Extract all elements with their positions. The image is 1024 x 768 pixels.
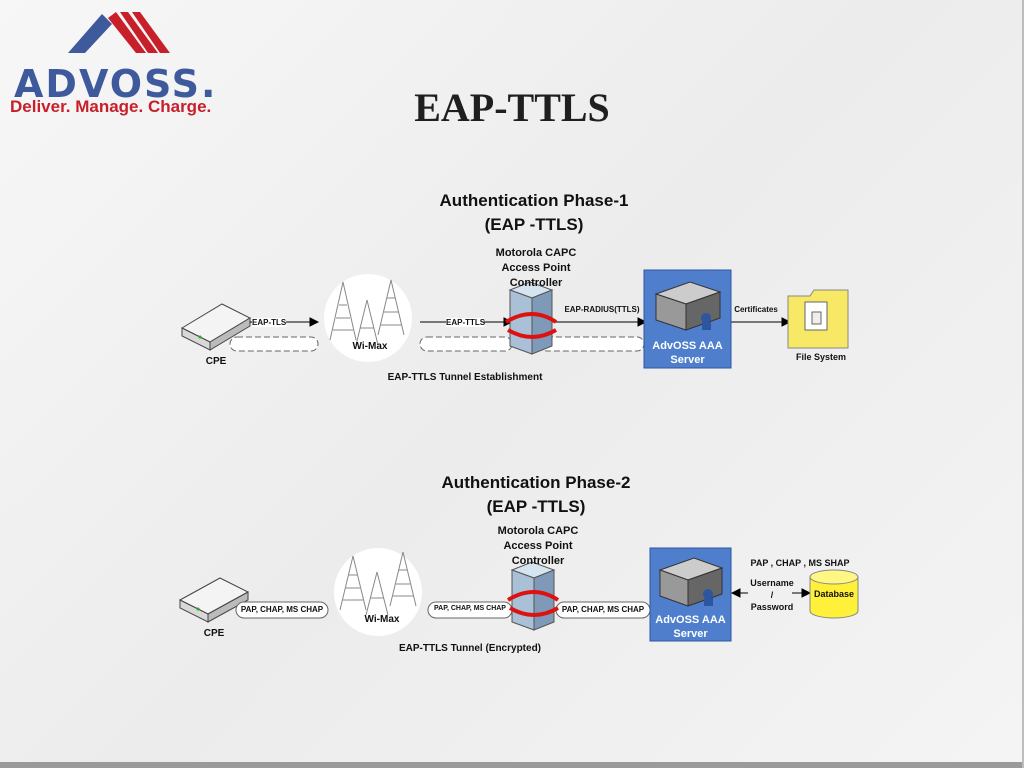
controller-icon (506, 561, 560, 631)
cpe-device-icon (178, 577, 250, 623)
phase1-tunnel-caption: EAP-TTLS Tunnel Establishment (387, 372, 543, 383)
phase2-title: Authentication Phase-2 (EAP -TTLS) (406, 471, 666, 519)
logo-wordmark: ADVOSS. (14, 62, 218, 106)
cpe-label: CPE (205, 356, 227, 367)
arrow-label-eap-tls: EAP-TLS (252, 318, 287, 327)
logo-tagline: Deliver. Manage. Charge. (10, 97, 212, 116)
page-title: EAP-TTLS (414, 85, 610, 130)
tunnel-pipe (229, 336, 319, 352)
arrow-label-eap-ttls: EAP-TTLS (446, 318, 486, 327)
auth-methods-label: PAP , CHAP , MS SHAP (750, 558, 850, 568)
tunnel-label-3: PAP, CHAP, MS CHAP (561, 605, 645, 614)
wimax-tower-icon (334, 548, 422, 636)
arrow-label-certificates: Certificates (734, 305, 778, 314)
slide-bottom-border (0, 762, 1024, 768)
arrow-certificates (730, 317, 792, 327)
server-icon (658, 557, 724, 607)
file-system-folder-icon (787, 289, 849, 349)
database-cylinder-icon (809, 569, 859, 619)
file-system-label: File System (795, 352, 847, 362)
arrow-eap-radius (552, 317, 648, 327)
encrypted-tunnel-pipe (235, 601, 329, 619)
cpe-device-icon (180, 303, 252, 351)
phase2-title-line1: Authentication Phase-2 (441, 473, 631, 492)
slide-right-border (1022, 0, 1024, 768)
phase1-title-line2: (EAP -TTLS) (484, 215, 584, 234)
arrow-server-to-userpass (730, 588, 748, 598)
phase1-title-line1: Authentication Phase-1 (439, 191, 629, 210)
arrow-label-eap-radius: EAP-RADIUS(TTLS) (564, 305, 640, 314)
controller-icon (504, 281, 558, 355)
phase1-title: Authentication Phase-1 (EAP -TTLS) (404, 189, 664, 237)
phase2-title-line2: (EAP -TTLS) (486, 497, 586, 516)
tunnel-label-2: PAP, CHAP, MS CHAP (434, 605, 506, 612)
aaa-server-label: AdvOSS AAA Server (655, 614, 726, 640)
arrow-userpass-to-database (792, 588, 812, 598)
wimax-label: Wi-Max (352, 341, 388, 352)
cpe-label: CPE (203, 628, 225, 639)
tunnel-pipe (419, 336, 513, 352)
controller-label: Motorola CAPC Access Point Controller (495, 247, 577, 289)
tunnel-label-1: PAP, CHAP, MS CHAP (240, 605, 324, 614)
username-password-label: Username / Password (750, 578, 794, 612)
wimax-label: Wi-Max (364, 614, 400, 625)
server-icon (654, 281, 722, 331)
advoss-logo-mark-icon (68, 12, 170, 53)
tunnel-pipe (539, 336, 645, 352)
phase2-tunnel-caption: EAP-TTLS Tunnel (Encrypted) (398, 643, 542, 654)
controller-label: Motorola CAPC Access Point Controller (497, 525, 579, 567)
database-label: Database (813, 589, 855, 599)
wimax-tower-icon (324, 274, 412, 362)
aaa-server-label: AdvOSS AAA Server (652, 340, 723, 366)
